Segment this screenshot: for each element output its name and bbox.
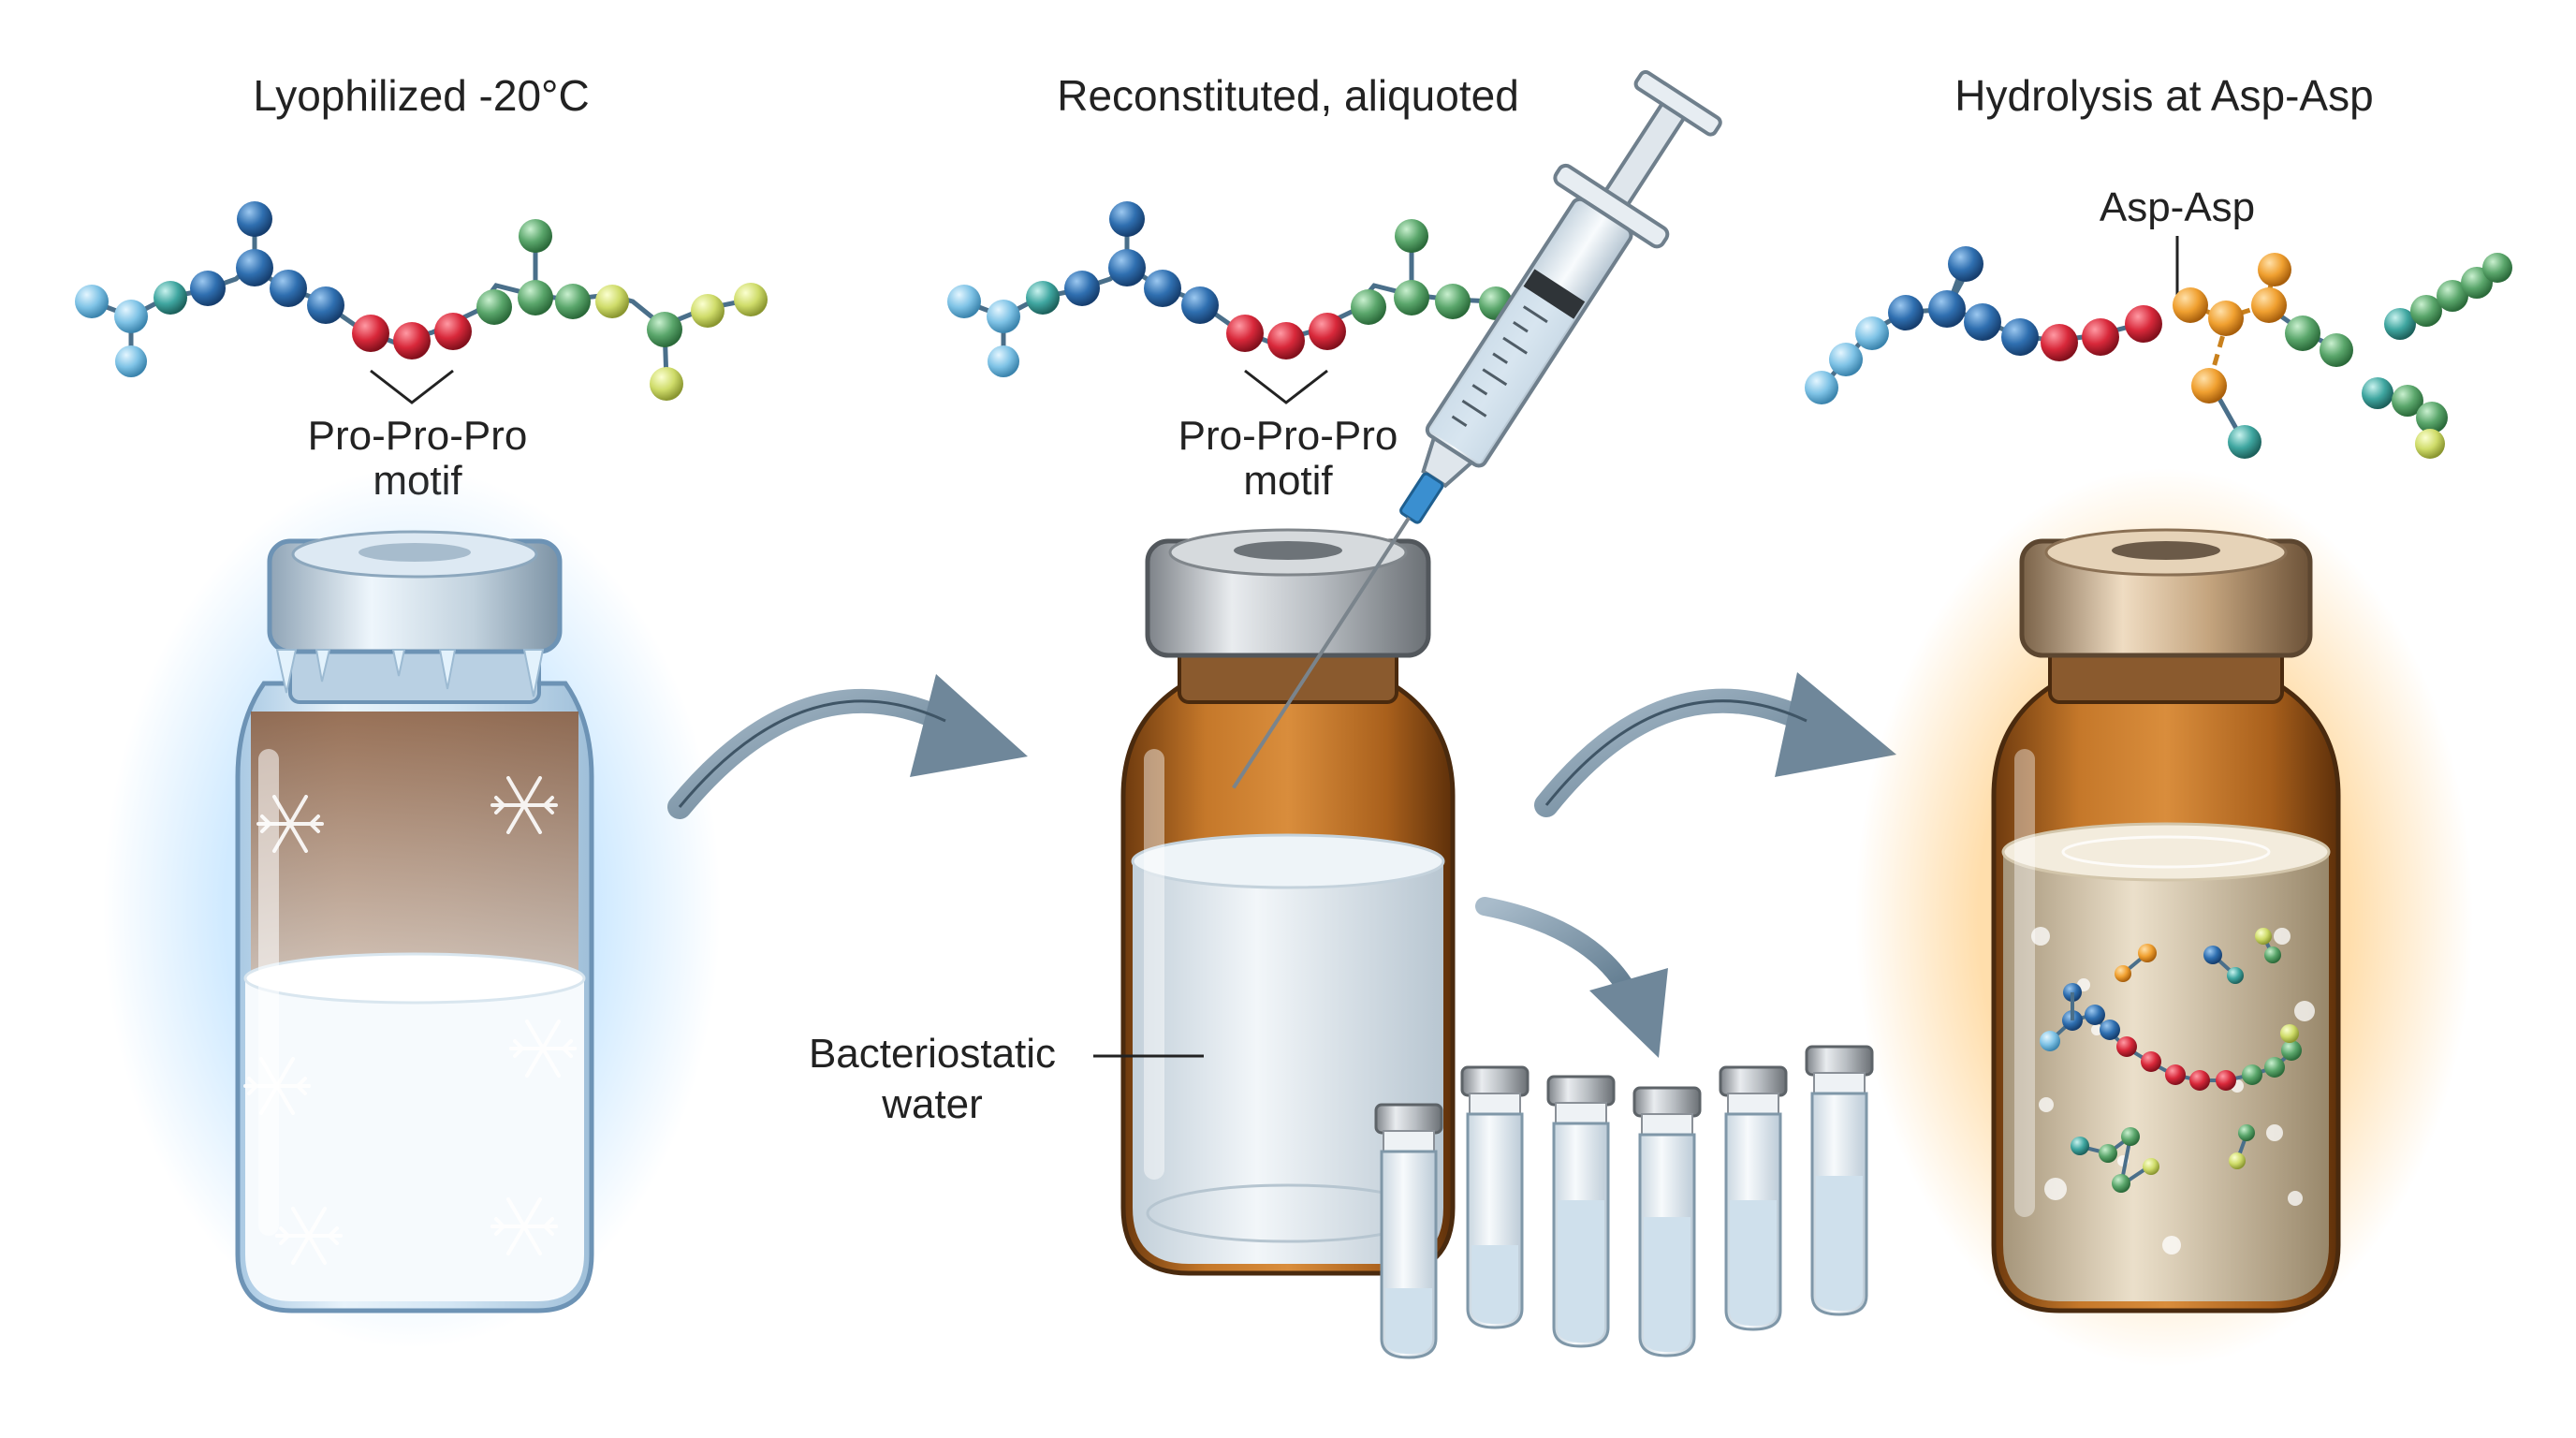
cryo-tube-icon bbox=[1460, 1065, 1530, 1329]
panel-title-reconstituted: Reconstituted, aliquoted bbox=[1057, 71, 1519, 120]
motif-bracket bbox=[370, 369, 454, 404]
peptide-fragment bbox=[2173, 253, 2353, 459]
motif-bracket bbox=[1244, 369, 1328, 404]
water-label-line1: Bacteriostatic bbox=[809, 1031, 1056, 1077]
motif-label-line1: Pro-Pro-Pro bbox=[1178, 413, 1398, 459]
cryo-tube-icon bbox=[1719, 1065, 1788, 1331]
curved-arrow-icon bbox=[667, 674, 1028, 819]
curved-arrow-icon bbox=[1475, 897, 1668, 1058]
cryo-tube-icon bbox=[1805, 1045, 1874, 1316]
panel-title-hydrolysis: Hydrolysis at Asp-Asp bbox=[1954, 71, 2373, 120]
cleavage-label: Asp-Asp bbox=[2100, 184, 2255, 230]
cryo-tube-icon bbox=[1374, 1103, 1443, 1359]
peptide-chain-icon bbox=[1805, 246, 2162, 404]
motif-label-line1: Pro-Pro-Pro bbox=[308, 413, 528, 459]
peptide-fragment bbox=[2362, 253, 2512, 459]
panel-title-lyophilized: Lyophilized -20°C bbox=[253, 71, 589, 120]
peptide-chain-icon bbox=[75, 201, 768, 401]
peptide-chain-icon bbox=[947, 201, 1513, 377]
frozen-vial bbox=[103, 468, 721, 1348]
motif-label-line2: motif bbox=[1243, 458, 1333, 504]
curved-arrow-icon bbox=[1534, 672, 1896, 817]
degraded-vial bbox=[1855, 468, 2473, 1367]
cryo-tube-icon bbox=[1632, 1086, 1702, 1357]
cryo-tube-icon bbox=[1546, 1075, 1616, 1348]
syringe-icon bbox=[1232, 69, 1722, 789]
water-label-line2: water bbox=[881, 1081, 983, 1127]
